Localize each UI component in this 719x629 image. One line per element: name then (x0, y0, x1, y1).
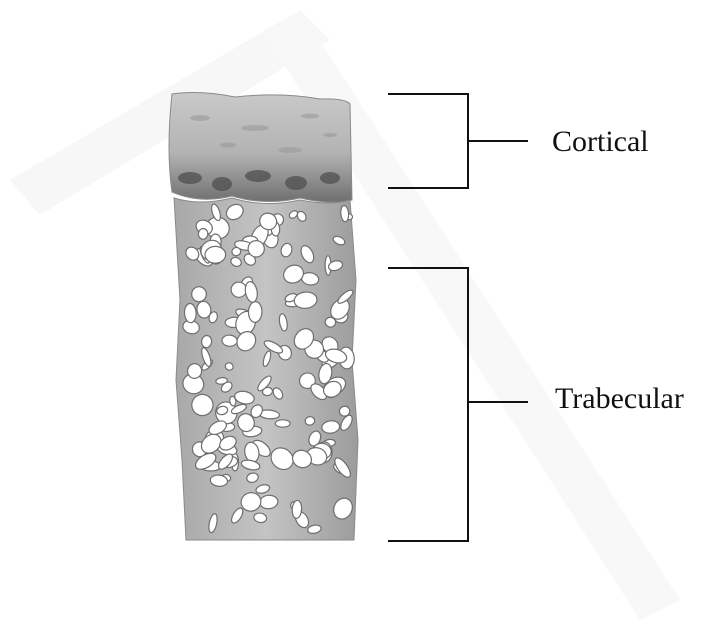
pore (184, 303, 197, 323)
cortical-bracket (388, 94, 528, 188)
cortical-layer (169, 93, 352, 203)
pore (248, 301, 262, 322)
pore (198, 228, 208, 240)
pore (191, 286, 207, 302)
pore (222, 335, 238, 347)
cortical-label: Cortical (552, 127, 649, 157)
cortical-block (169, 93, 352, 203)
trabecular-column (174, 198, 358, 540)
pore (187, 363, 202, 379)
pore (205, 246, 226, 263)
pore (275, 420, 290, 427)
trabecular-label: Trabecular (555, 384, 684, 414)
pore (201, 335, 212, 348)
